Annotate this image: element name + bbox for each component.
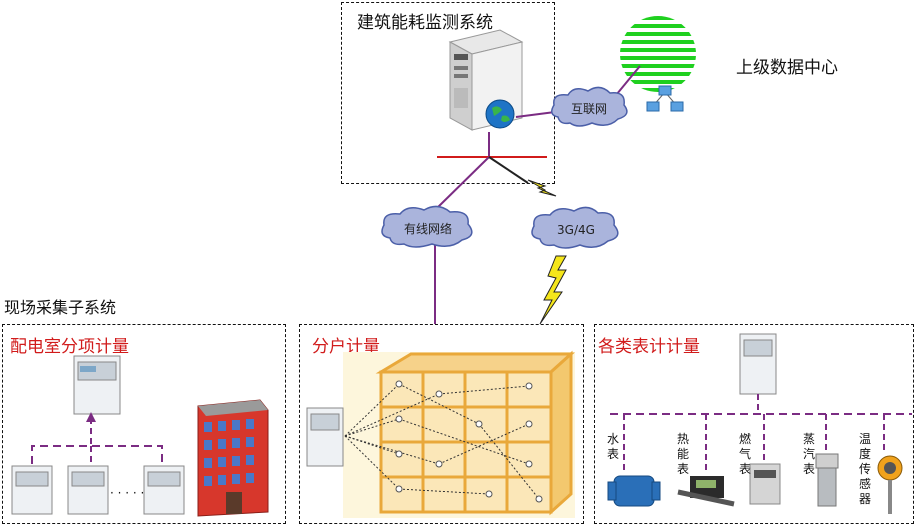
household-diagram [306,350,575,518]
data-center-label: 上级数据中心 [736,58,838,78]
monitoring-system-box [341,2,555,184]
power-room-diagram [11,355,269,517]
data-center-globe-icon [620,16,696,92]
meters-panel [594,324,914,524]
wired-network-label: 有线网络 [404,221,452,236]
steam-meter-label: 蒸汽表 [802,432,815,476]
internet-label: 互联网 [571,102,607,116]
mobile-network-label: 3G/4G [557,223,595,237]
water-meter-label: 水表 [606,432,619,461]
globe-icon [485,99,515,129]
heat-meter-label: 热能表 [676,432,689,476]
meter-ellipsis: · · · · · [110,486,145,500]
field-subsystem-label: 现场采集子系统 [4,298,117,317]
internet-cloud: 互联网 [551,86,628,127]
power-room-title: 配电室分项计量 [10,337,129,357]
meters-title: 各类表计计量 [598,337,700,357]
wired-network-cloud: 有线网络 [381,205,473,248]
monitoring-system-title: 建筑能耗监测系统 [357,13,493,33]
mobile-network-cloud: 3G/4G [531,206,619,249]
meters-diagram [607,333,912,514]
temperature-sensor-label: 温度传感器 [858,432,871,506]
network-nodes-icon [646,85,684,112]
household-panel [299,324,584,524]
power-room-panel [2,324,286,524]
gas-meter-label: 燃气表 [738,432,751,476]
